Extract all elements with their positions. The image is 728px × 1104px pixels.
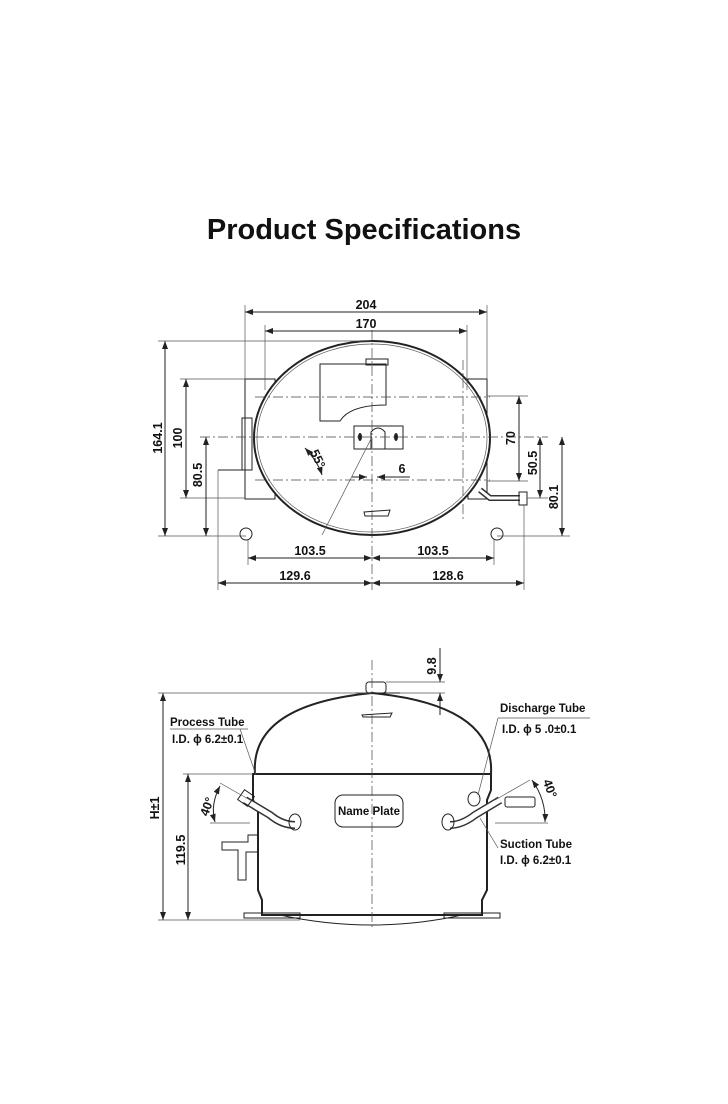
discharge-tube-spec: I.D. ϕ 5 .0±0.1 [502,724,577,736]
mount-clip [353,425,404,450]
dim-slot-width: 6 [399,462,406,476]
dim-right-angle: 40° [540,777,560,800]
right-foot [443,912,501,919]
right-foot-tube [490,527,504,541]
process-tube-port [288,813,302,831]
process-tube-label: Process Tube [170,717,245,729]
dim-left-foot-offset: 103.5 [294,544,325,558]
dim-body-width: 170 [356,317,377,331]
left-foot [243,912,301,919]
suction-tube-label: Suction Tube [500,839,572,851]
suction-tube-spec: I.D. ϕ 6.2±0.1 [500,855,572,867]
dim-right-upper: 70 [504,431,518,445]
dim-overall-width: 204 [356,298,377,312]
relay-box [221,834,258,881]
dim-right-foot-offset: 103.5 [417,544,448,558]
dim-right-middle: 50.5 [526,451,540,475]
dim-bracket-height: 100 [171,428,185,449]
dim-left-center-height: 80.5 [191,463,205,487]
dim-overall-height: 164.1 [151,422,165,453]
terminal-box [319,363,387,422]
dim-total-height: H±1 [148,797,162,820]
dim-left-angle: 40° [197,795,217,818]
name-plate-label: Name Plate [338,806,400,818]
compressor-dome [253,691,493,775]
suction-tube-port [441,813,455,831]
dim-belt-height: 119.5 [174,835,188,866]
left-foot-tube [239,527,253,541]
process-tube-spec: I.D. ϕ 6.2±0.1 [172,734,244,746]
discharge-tube-port [467,791,481,807]
top-cap [365,681,387,694]
top-view: 204 170 164.1 100 80.5 70 50.5 80.1 55° … [151,298,570,590]
name-plate [334,794,404,828]
dim-top-cap: 9.8 [425,657,439,674]
discharge-tube-end [518,491,528,506]
dim-right-tube-offset: 128.6 [432,569,463,583]
dim-left-tube-offset: 129.6 [279,569,310,583]
dim-right-lower: 80.1 [547,485,561,509]
page-title: Product Specifications [206,214,522,246]
side-view: Name Plate H±1 119.5 9.8 40° 40° Process… [148,648,590,930]
discharge-tube-label: Discharge Tube [500,703,585,715]
